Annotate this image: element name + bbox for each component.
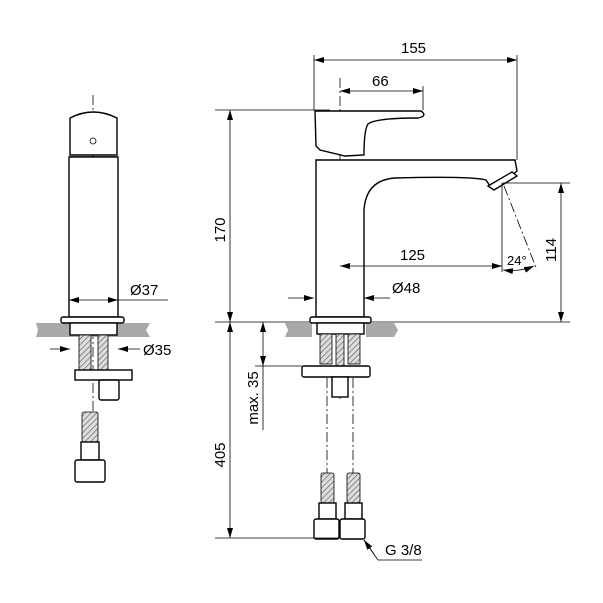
dim-body-diameter: Ø37 (130, 282, 158, 299)
dim-total-height: 170 (212, 217, 229, 242)
countertop-right (366, 323, 398, 337)
mounting-plate-front (74, 369, 133, 381)
dim-spout-height: 114 (543, 238, 560, 262)
base-flange-front (60, 316, 125, 324)
hose-end-right (339, 472, 366, 540)
nut-front (98, 379, 120, 401)
dim-max-deck-thickness: max. 35 (245, 371, 262, 424)
side-view: 155 66 125 24° 114 170 Ø48 max. 35 405 G… (212, 40, 570, 561)
dim-hole-diameter: Ø35 (143, 342, 171, 359)
body-front (68, 156, 119, 318)
handle-indicator (89, 137, 97, 145)
dim-spout-angle: 24° (507, 253, 527, 268)
dim-connection-thread: G 3/8 (385, 542, 422, 559)
threaded-rod-side (335, 333, 345, 367)
dim-spout-reach: 125 (400, 247, 425, 264)
hose-upper-left (78, 334, 92, 376)
dim-hose-length: 405 (212, 442, 229, 467)
body-spout-side (315, 159, 518, 318)
countertop-left (285, 323, 312, 337)
nut-side (331, 376, 349, 398)
hose-end-left (313, 472, 340, 540)
dim-arc-24 (502, 265, 535, 275)
hose-upper-1 (319, 333, 333, 365)
handle-front (69, 111, 118, 156)
dim-total-reach: 155 (401, 40, 426, 57)
leader-arrow (363, 539, 375, 555)
dim-base-diameter: Ø48 (392, 280, 420, 297)
base-flange-side (309, 316, 372, 324)
front-view: Ø37 Ø35 (36, 95, 171, 483)
hose-upper-2 (347, 333, 361, 365)
hose-fitting (80, 441, 100, 461)
hose-lower (81, 411, 99, 443)
lever-handle (314, 110, 425, 157)
base-ring-side (316, 322, 365, 335)
spray-angle-line (503, 185, 538, 271)
threaded-rod-front (97, 334, 109, 376)
spout-aerator (486, 171, 519, 191)
dim-handle-reach: 66 (372, 73, 389, 90)
mounting-plate-side (301, 365, 371, 378)
base-ring-front (69, 322, 118, 336)
hose-nut (74, 459, 106, 483)
